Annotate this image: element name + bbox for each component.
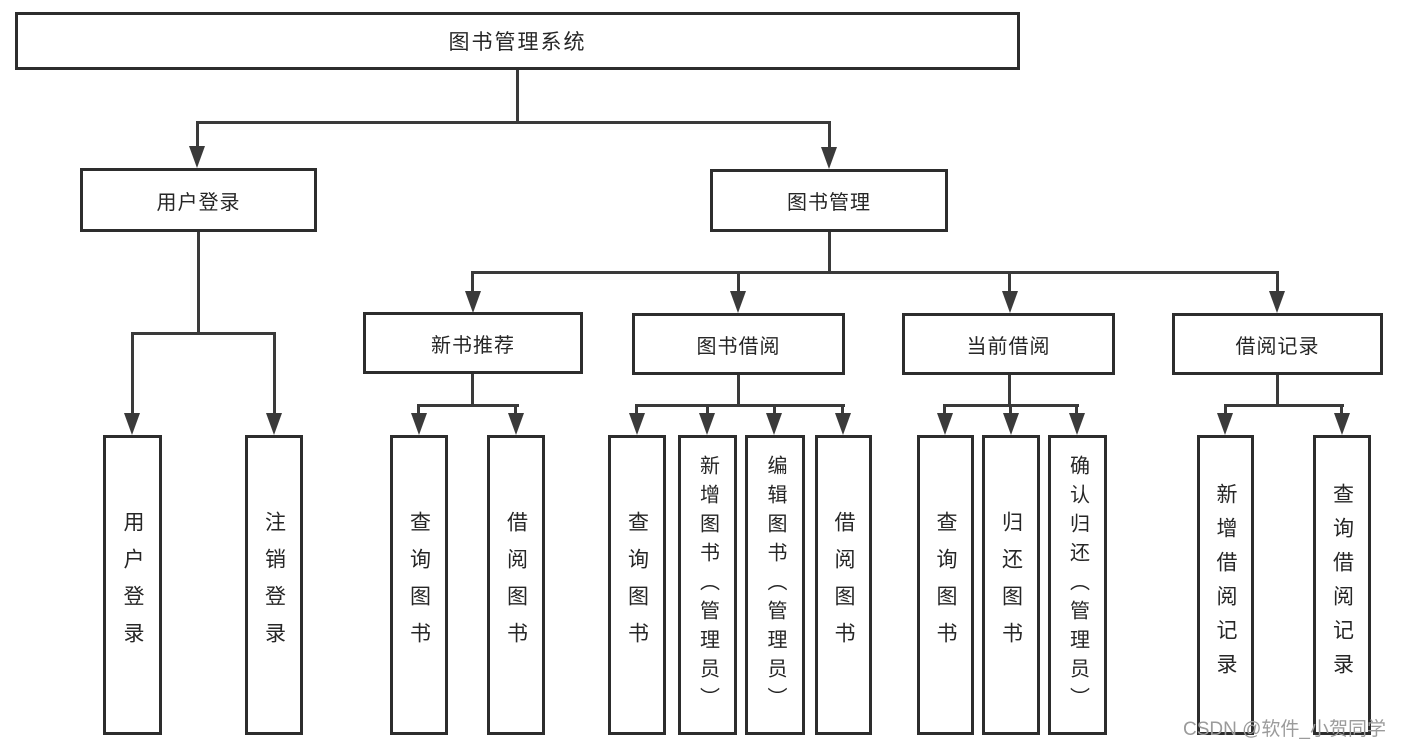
arrow-down-icon [189, 146, 205, 168]
leaf-label: 借阅图书 [504, 511, 528, 659]
connector-line [471, 271, 1279, 274]
leaf-logout: 注销登录 [245, 435, 303, 735]
leaf-label: 注销登录 [262, 511, 286, 659]
arrow-down-icon [937, 413, 953, 435]
leaf-query-books-recommend: 查询图书 [390, 435, 448, 735]
connector-line [131, 332, 276, 335]
node-root-label: 图书管理系统 [448, 31, 587, 54]
arrow-down-icon [1217, 413, 1233, 435]
connector-line [1008, 271, 1011, 294]
leaf-label: 新增图书（管理员） [696, 454, 719, 716]
leaf-label: 查询图书 [625, 511, 649, 659]
connector-line [417, 404, 420, 416]
arrow-down-icon [508, 413, 524, 435]
node-module-new-book-recommend: 新书推荐 [363, 312, 583, 374]
connector-line [471, 374, 474, 407]
leaf-add-borrow-record: 新增借阅记录 [1197, 435, 1254, 735]
watermark-text: CSDN @软件_小贺同学 [1183, 719, 1386, 740]
leaf-label: 确认归还（管理员） [1066, 454, 1089, 716]
arrow-down-icon [124, 413, 140, 435]
connector-line [1009, 404, 1012, 416]
leaf-label: 归还图书 [999, 511, 1023, 659]
arrow-down-icon [821, 147, 837, 169]
connector-line [471, 271, 474, 294]
node-module-book-borrow: 图书借阅 [632, 313, 845, 375]
connector-line [1276, 374, 1279, 407]
node-book-management-label: 图书管理 [787, 192, 871, 214]
node-book-management: 图书管理 [710, 169, 948, 232]
leaf-label: 新增借阅记录 [1214, 483, 1237, 687]
leaf-user-login: 用户登录 [103, 435, 162, 735]
arrow-down-icon [1269, 291, 1285, 313]
leaf-query-books-current: 查询图书 [917, 435, 974, 735]
leaf-query-books-borrow: 查询图书 [608, 435, 666, 735]
connector-line [828, 232, 831, 274]
leaf-borrow-books-recommend: 借阅图书 [487, 435, 545, 735]
leaf-label: 编辑图书（管理员） [764, 454, 786, 716]
connector-line [514, 404, 517, 416]
leaf-label: 借阅图书 [832, 511, 855, 659]
connector-line [737, 271, 740, 294]
connector-line [197, 232, 200, 335]
leaf-label: 查询图书 [934, 511, 957, 659]
leaf-label: 用户登录 [121, 511, 144, 659]
connector-line [131, 332, 134, 415]
arrow-down-icon [629, 413, 645, 435]
arrow-down-icon [1069, 413, 1085, 435]
node-user-login: 用户登录 [80, 168, 317, 232]
arrow-down-icon [465, 291, 481, 313]
node-user-login-label: 用户登录 [156, 191, 241, 214]
node-module-current-borrow: 当前借阅 [902, 313, 1115, 375]
connector-line [737, 374, 740, 407]
leaf-edit-book-admin: 编辑图书（管理员） [745, 435, 805, 735]
connector-line [1276, 271, 1279, 294]
arrow-down-icon [411, 413, 427, 435]
arrow-down-icon [1003, 413, 1019, 435]
module-label: 新书推荐 [431, 334, 515, 357]
arrow-down-icon [1334, 413, 1350, 435]
connector-line [417, 404, 519, 407]
leaf-confirm-return-admin: 确认归还（管理员） [1048, 435, 1107, 735]
connector-line [196, 121, 831, 124]
leaf-borrow-books: 借阅图书 [815, 435, 872, 735]
module-label: 当前借阅 [966, 335, 1051, 358]
node-root: 图书管理系统 [15, 12, 1020, 70]
connector-line [273, 332, 276, 415]
leaf-query-borrow-record: 查询借阅记录 [1313, 435, 1371, 735]
leaf-add-book-admin: 新增图书（管理员） [678, 435, 737, 735]
leaf-label: 查询借阅记录 [1330, 483, 1354, 687]
node-module-borrow-records: 借阅记录 [1172, 313, 1383, 375]
leaf-label: 查询图书 [407, 511, 431, 659]
connector-line [1008, 374, 1011, 407]
arrow-down-icon [266, 413, 282, 435]
connector-line [635, 404, 845, 407]
connector-line [196, 121, 199, 149]
arrow-down-icon [1002, 291, 1018, 313]
connector-line [635, 404, 638, 416]
connector-line [773, 404, 776, 416]
connector-line [943, 404, 946, 416]
connector-line [841, 404, 844, 416]
arrow-down-icon [699, 413, 715, 435]
connector-line [828, 121, 831, 150]
module-label: 图书借阅 [696, 335, 781, 358]
connector-line [1340, 404, 1343, 416]
connector-line [1224, 404, 1344, 407]
connector-line [516, 70, 519, 123]
arrow-down-icon [835, 413, 851, 435]
module-label: 借阅记录 [1235, 335, 1320, 358]
connector-line [1224, 404, 1227, 416]
arrow-down-icon [730, 291, 746, 313]
connector-line [706, 404, 709, 416]
connector-line [1075, 404, 1078, 416]
leaf-return-books: 归还图书 [982, 435, 1040, 735]
arrow-down-icon [766, 413, 782, 435]
